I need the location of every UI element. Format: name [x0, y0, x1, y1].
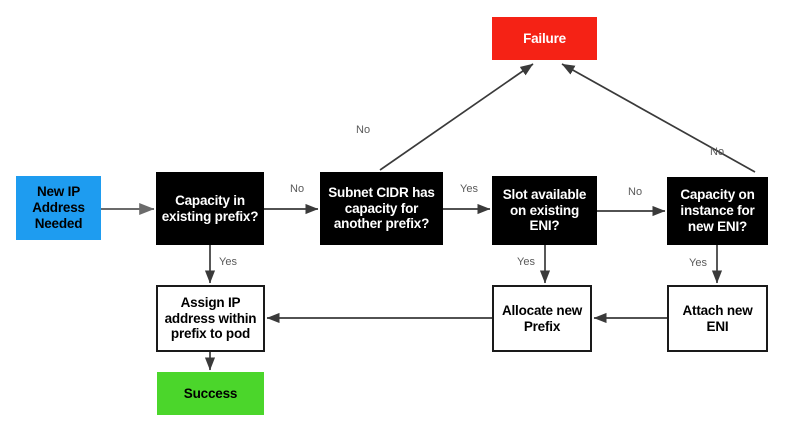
node-attach-new-eni[interactable]: Attach new ENI — [667, 285, 768, 352]
node-success[interactable]: Success — [157, 372, 264, 415]
node-label-slot-available-on-existing-eni: Slot available on existing ENI? — [502, 186, 587, 234]
edge-label-slot-no-to-capacity-instance: No — [628, 186, 643, 198]
edge-label-subnet-no-to-failure: No — [356, 124, 371, 136]
node-assign-ip-address-within-prefix-to-pod[interactable]: Assign IP address within prefix to pod — [156, 285, 265, 352]
node-label-allocate-new-prefix: Allocate new Prefix — [501, 302, 583, 334]
node-label-capacity-in-existing-prefix: Capacity in existing prefix? — [161, 192, 259, 224]
edge-label-capacity-no-to-subnet: No — [290, 183, 305, 195]
edge-instance-no-to-failure — [561, 63, 756, 173]
node-label-new-ip-address-needed: New IP Address Needed — [32, 184, 85, 231]
edge-label-capacity-yes-to-assign: Yes — [219, 256, 237, 268]
edge-label-slot-yes-to-allocate: Yes — [517, 256, 535, 268]
node-label-subnet-cidr-has-capacity: Subnet CIDR has capacity for another pre… — [328, 184, 435, 232]
node-label-attach-new-eni: Attach new ENI — [682, 302, 753, 334]
node-new-ip-address-needed[interactable]: New IP Address Needed — [16, 176, 101, 240]
node-allocate-new-prefix[interactable]: Allocate new Prefix — [492, 285, 592, 352]
edge-label-instance-no-to-failure: No — [710, 146, 725, 158]
node-label-assign-ip-address-within-prefix-to-pod: Assign IP address within prefix to pod — [164, 294, 257, 342]
node-label-success: Success — [183, 385, 238, 401]
node-capacity-in-existing-prefix[interactable]: Capacity in existing prefix? — [156, 172, 264, 245]
edge-label-instance-yes-to-attach: Yes — [689, 257, 707, 269]
node-slot-available-on-existing-eni[interactable]: Slot available on existing ENI? — [492, 176, 597, 245]
node-label-failure: Failure — [523, 30, 566, 46]
node-capacity-on-instance-for-new-eni[interactable]: Capacity on instance for new ENI? — [667, 177, 768, 245]
edge-subnet-no-to-failure — [379, 63, 534, 171]
node-failure[interactable]: Failure — [492, 17, 597, 60]
node-subnet-cidr-has-capacity[interactable]: Subnet CIDR has capacity for another pre… — [320, 172, 443, 245]
node-label-capacity-on-instance-for-new-eni: Capacity on instance for new ENI? — [680, 187, 755, 234]
edge-label-subnet-yes-to-slot: Yes — [460, 183, 478, 195]
